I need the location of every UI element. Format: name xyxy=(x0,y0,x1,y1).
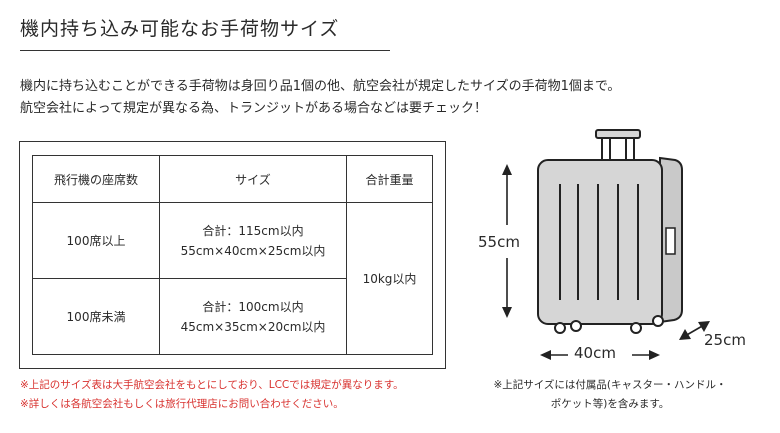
intro-text: 機内に持ち込むことができる手荷物は身回り品1個の他、航空会社が規定したサイズの手… xyxy=(20,76,760,120)
suitcase-icon xyxy=(502,129,710,360)
header-seats: 飛行機の座席数 xyxy=(32,155,160,203)
disclaimer-notes: ※上記のサイズ表は大手航空会社をもとにしており、LCCでは規定が異なります。 ※… xyxy=(20,376,404,414)
size-table: 飛行機の座席数 サイズ 合計重量 100席以上 合計：115cm以内 55cm×… xyxy=(32,155,433,355)
depth-label: 25cm xyxy=(704,331,746,349)
size-dims: 45cm×35cm×20cm以内 xyxy=(180,319,326,334)
width-label: 40cm xyxy=(574,344,616,362)
size-total: 合計：100cm以内 xyxy=(202,299,304,314)
weight-cell: 10kg以内 xyxy=(346,202,433,355)
page-title: 機内持ち込み可能なお手荷物サイズ xyxy=(20,18,340,40)
wheels xyxy=(554,315,664,334)
intro-line-1: 機内に持ち込むことができる手荷物は身回り品1個の他、航空会社が規定したサイズの手… xyxy=(20,79,621,94)
title-underline xyxy=(20,50,390,51)
luggage-note: ※上記サイズには付属品(キャスター・ハンドル・ポケット等)を含みます。 xyxy=(493,379,727,410)
size-table-frame: 飛行機の座席数 サイズ 合計重量 100席以上 合計：115cm以内 55cm×… xyxy=(19,141,446,369)
header-size: サイズ xyxy=(159,155,347,203)
table-row: 100席未満 合計：100cm以内 45cm×35cm×20cm以内 xyxy=(32,278,433,355)
header-weight: 合計重量 xyxy=(346,155,433,203)
luggage-illustration: 55cm 40cm 25cm xyxy=(460,120,780,370)
note-line-1: ※上記のサイズ表は大手航空会社をもとにしており、LCCでは規定が異なります。 xyxy=(20,379,404,391)
depth-arrow xyxy=(679,321,710,340)
row-seats: 100席以上 xyxy=(32,202,160,279)
width-arrow xyxy=(540,350,660,360)
note-line-2: ※詳しくは各航空会社もしくは旅行代理店にお問い合わせください。 xyxy=(20,398,344,410)
size-total: 合計：115cm以内 xyxy=(202,223,304,238)
intro-line-2: 航空会社によって規定が異なる為、トランジットがある場合などは要チェック！ xyxy=(20,101,487,116)
suitcase-body xyxy=(537,159,663,325)
row-size: 合計：115cm以内 55cm×40cm×25cm以内 xyxy=(159,202,347,279)
row-seats: 100席未満 xyxy=(32,278,160,355)
height-label: 55cm xyxy=(478,233,520,251)
table-header-row: 飛行機の座席数 サイズ 合計重量 xyxy=(32,155,433,203)
handle xyxy=(595,129,641,160)
row-size: 合計：100cm以内 45cm×35cm×20cm以内 xyxy=(159,278,347,355)
height-arrow xyxy=(502,164,512,318)
size-dims: 55cm×40cm×25cm以内 xyxy=(180,243,326,258)
table-row: 100席以上 合計：115cm以内 55cm×40cm×25cm以内 10kg以… xyxy=(32,202,433,355)
